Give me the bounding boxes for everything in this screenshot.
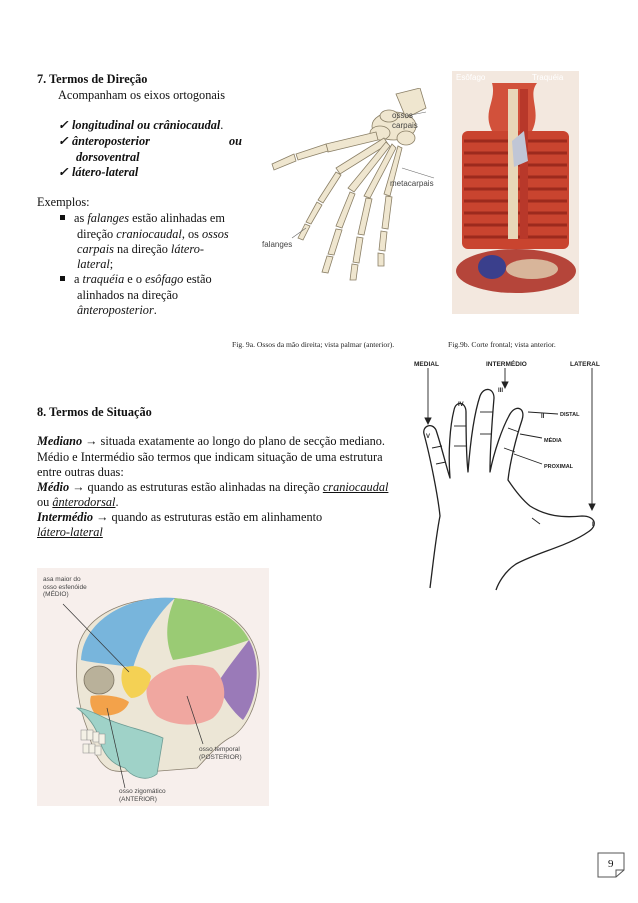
bullet-square-icon (60, 276, 65, 281)
label-media: MÉDIA (544, 436, 562, 444)
arrow-right-icon: → (72, 480, 85, 494)
example-1-line1: as falanges estão alinhadas em (60, 211, 225, 226)
checkmark-icon: ✓ (58, 134, 69, 148)
label-ossos: ossos (392, 111, 413, 120)
trachea-illustration: Esôfago Traquéia (452, 71, 579, 314)
label-proximal: PROXIMAL (544, 464, 574, 470)
finger-label-iv: IV (458, 402, 464, 408)
check-item-longitudinal: ✓longitudinal ou crâniocaudal. (58, 118, 224, 132)
check-item-anteroposterior: ✓ânteroposterior (58, 134, 150, 148)
label-metacarpais: metacarpais (390, 179, 434, 188)
caption-fig-9b: Fig.9b. Corte frontal; vista anterior. (448, 340, 556, 349)
examples-label: Exemplos: (37, 195, 90, 209)
example-1-line3: carpais na direção látero- (77, 242, 204, 256)
check-item-ou: ou (229, 134, 242, 148)
example-1-line2: direção craniocaudal, os ossos (77, 227, 229, 241)
caption-fig-9a: Fig. 9a. Ossos da mão direita; vista pal… (232, 340, 395, 349)
label-distal: DISTAL (560, 412, 580, 418)
skull-label-temporal: osso temporal (POSTERIOR) (199, 746, 242, 761)
section8-medio-line: Médio → quando as estruturas estão alinh… (37, 480, 389, 494)
example-2-line1: a traquéia e o esôfago estão (60, 272, 212, 287)
label-esofago: Esôfago (456, 73, 486, 82)
section8-line3: entre outras duas: (37, 465, 124, 479)
finger-label-ii: II (541, 414, 545, 420)
check-item-dorsoventral: dorsoventral (76, 150, 140, 164)
checkmark-icon: ✓ (58, 118, 69, 132)
arrow-right-icon: → (96, 510, 109, 524)
page-number: 9 (608, 858, 614, 870)
example-2-line3: ânteroposterior. (77, 303, 157, 317)
skull-illustration (62, 597, 260, 789)
section8-title: 8. Termos de Situação (37, 405, 152, 419)
hand-bones-figure: ossos carpais metacarpais falanges (256, 87, 438, 325)
skull-label-sphenoid: asa maior do osso esfenóide (MÉDIO) (43, 576, 87, 598)
page-number-box: 9 (597, 852, 625, 878)
label-carpais: carpais (392, 121, 418, 130)
label-traqueia: Traquéia (532, 73, 564, 82)
section8-line2: Médio e Intermédio são termos que indica… (37, 450, 383, 464)
section8-mediano-line: Mediano → situada exatamente ao longo do… (37, 434, 385, 448)
trachea-esophagus-figure: Esôfago Traquéia (452, 71, 579, 314)
section8-line7: látero-lateral (37, 525, 103, 539)
checkmark-icon: ✓ (58, 165, 69, 179)
finger-label-v: V (426, 434, 430, 440)
hand-bones-illustration: ossos carpais metacarpais falanges (262, 87, 435, 281)
hand-outline-drawing: MEDIAL INTERMÉDIO LATERAL DISTAL MÉDIA P… (414, 359, 600, 591)
page-corner-icon (597, 852, 625, 878)
finger-label-iii: III (498, 388, 503, 394)
skull-label-zygomatic: osso zigomático (ANTERIOR) (119, 788, 166, 803)
section8-intermedio-line: Intermédio → quando as estruturas estão … (37, 510, 323, 524)
label-medial: MEDIAL (414, 361, 439, 368)
label-falanges: falanges (262, 240, 292, 249)
check-item-laterolateral: ✓látero-lateral (58, 165, 139, 179)
section8-line5: ou ânterodorsal. (37, 495, 119, 509)
label-lateral: LATERAL (570, 361, 600, 368)
arrow-right-icon: → (85, 434, 98, 448)
example-2-line2: alinhados na direção (77, 288, 179, 302)
skull-figure: asa maior do osso esfenóide (MÉDIO) osso… (37, 568, 269, 806)
section7-intro: Acompanham os eixos ortogonais (58, 88, 226, 102)
label-intermedio: INTERMÉDIO (486, 359, 527, 368)
hand-situation-diagram: MEDIAL INTERMÉDIO LATERAL DISTAL MÉDIA P… (412, 356, 608, 592)
example-1-line4: lateral; (77, 257, 114, 271)
bullet-square-icon (60, 215, 65, 220)
finger-label-i: I (592, 522, 594, 528)
section7-title: 7. Termos de Direção (37, 72, 148, 86)
